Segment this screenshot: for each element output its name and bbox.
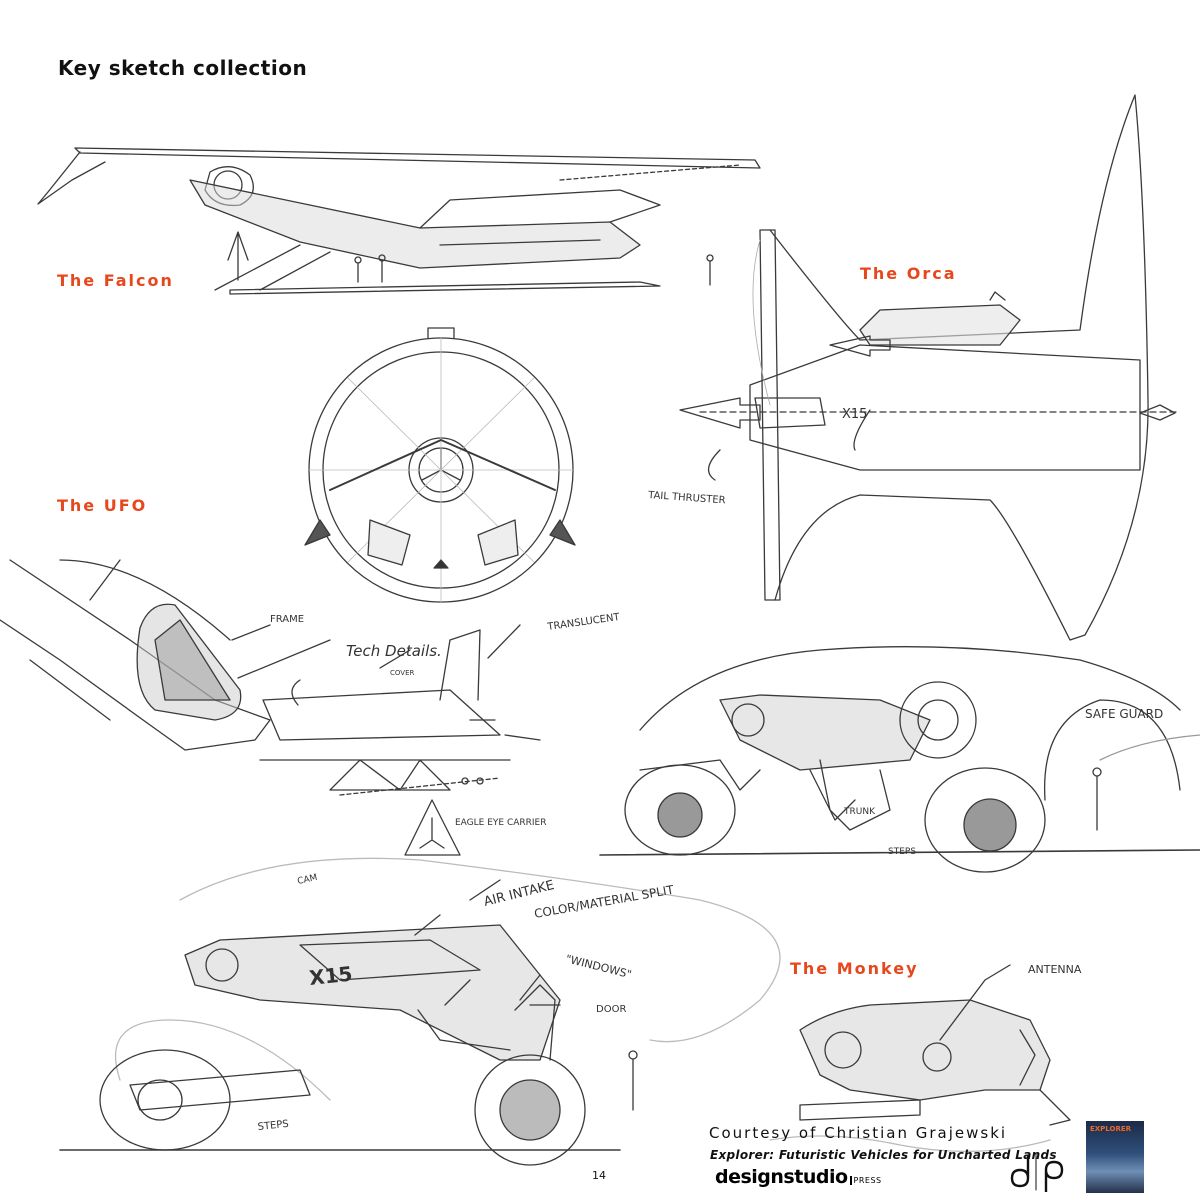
monkey-car-side-sketch	[769, 964, 1071, 1153]
annotation-translucent: TRANSLUCENT	[546, 612, 621, 633]
vehicle-label-orca: The Orca	[860, 264, 957, 283]
book-cover-title: EXPLORER	[1090, 1125, 1132, 1133]
publisher-suffix: PRESS	[849, 1176, 882, 1185]
vehicle-label-monkey: The Monkey	[790, 959, 919, 978]
monkey-buggy-sketch	[599, 646, 1200, 873]
annotation-eagle-eye-carrier: EAGLE EYE CARRIER	[455, 818, 547, 828]
annotation-steps-2: STEPS	[257, 1119, 289, 1133]
orca-sketch	[679, 94, 1181, 641]
annotation-frame: FRAME	[270, 614, 304, 625]
annotation-door: DOOR	[596, 1004, 626, 1015]
annotation-tail-thruster: TAIL THRUSTER	[647, 490, 726, 506]
book-cover-thumbnail: EXPLORER	[1086, 1121, 1144, 1193]
vehicle-label-falcon: The Falcon	[57, 271, 174, 290]
annotation-antenna: ANTENNA	[1028, 963, 1082, 976]
annotation-tech-details: Tech Details.	[346, 642, 442, 660]
annotation-windows: "WINDOWS"	[564, 952, 633, 981]
book-title: Explorer: Futuristic Vehicles for Unchar…	[710, 1148, 1057, 1162]
annotation-x15-orca: X15	[842, 407, 867, 422]
annotation-x15-monkey: X15	[308, 962, 354, 990]
ufo-detail-sketch	[0, 559, 541, 856]
courtesy-credit: Courtesy of Christian Grajewski	[709, 1124, 1008, 1142]
falcon-sketch	[37, 147, 761, 295]
page-title: Key sketch collection	[58, 56, 308, 80]
page-number: 14	[592, 1169, 606, 1182]
annotation-cover: COVER	[390, 669, 414, 677]
annotation-trunk: TRUNK	[843, 807, 876, 817]
publisher-logo-icon	[1010, 1153, 1064, 1192]
ufo-sketch	[304, 327, 576, 603]
vehicle-label-ufo: The UFO	[57, 496, 148, 515]
annotation-safe-guard: SAFE GUARD	[1085, 707, 1163, 721]
monkey-car-sketch	[59, 857, 781, 1166]
annotation-cam: CAM	[297, 873, 319, 887]
annotation-steps: STEPS	[888, 847, 916, 857]
publisher-wordmark: designstudio	[715, 1166, 848, 1188]
